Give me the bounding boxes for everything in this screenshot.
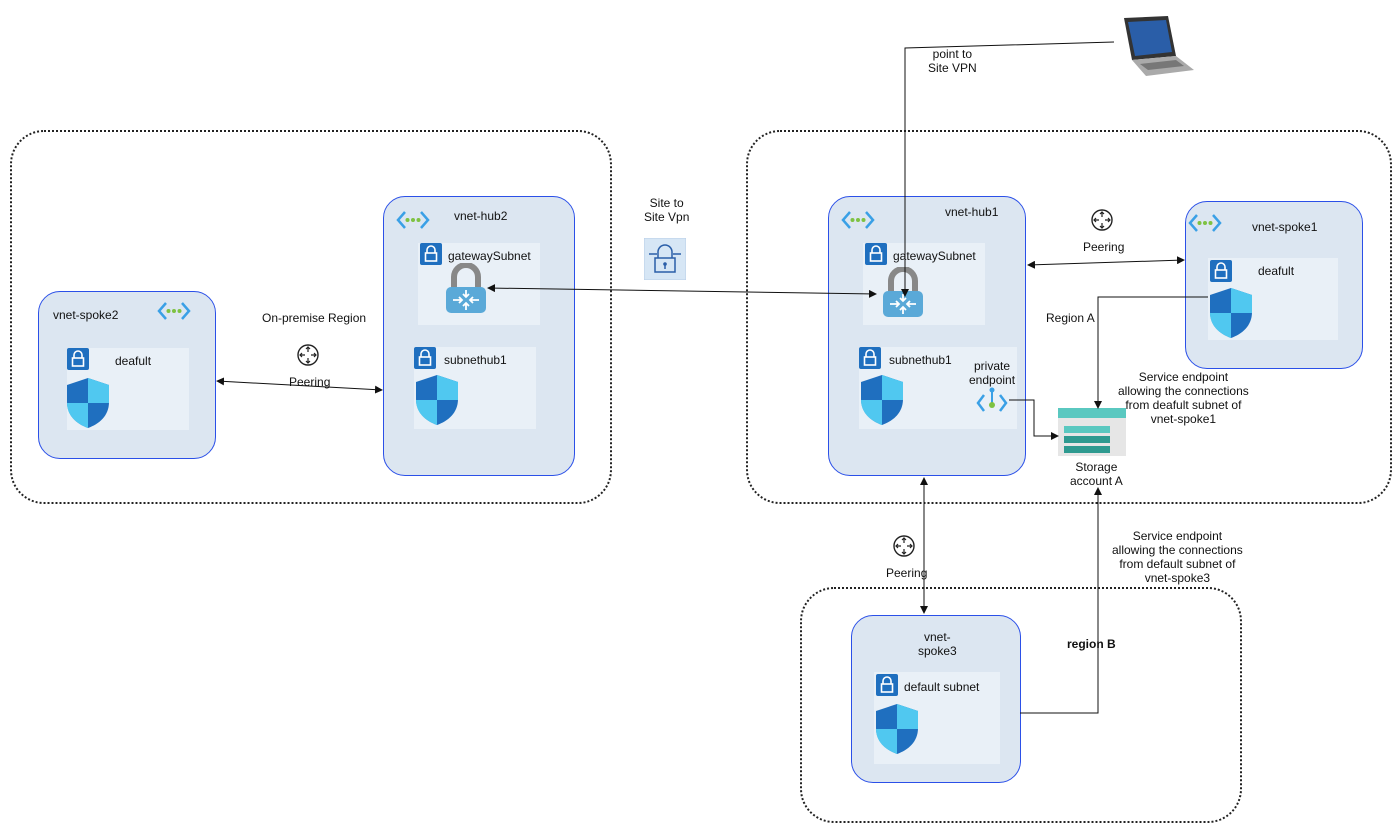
vnet-spoke1[interactable]: vnet-spoke1 deafult (1185, 201, 1363, 369)
subnet-label: deafult (1258, 264, 1295, 278)
private-endpoint-connection (1009, 399, 1059, 440)
peering-label: Peering (1083, 240, 1125, 254)
subnethub1[interactable]: subnethub1 (414, 347, 536, 429)
lock-icon (859, 347, 881, 369)
service-endpoint-note-spoke3: Service endpoint allowing the connection… (1112, 529, 1243, 585)
subnet-label: subnethub1 (444, 353, 507, 367)
point-to-site-connection (901, 41, 1115, 297)
subnet-label: deafult (115, 354, 152, 368)
vnet-spoke1-title: vnet-spoke1 (1252, 220, 1318, 234)
region-b-label: region B (1067, 637, 1116, 651)
private-endpoint-icon[interactable] (975, 387, 1009, 420)
gateway-subnet-label: gatewaySubnet (893, 249, 976, 263)
subnet-default[interactable]: deafult (1208, 258, 1338, 340)
region-a-label: Region A (1046, 311, 1095, 325)
vpn-gateway-icon (881, 266, 925, 322)
lock-icon (414, 347, 436, 369)
shield-icon (65, 376, 111, 433)
default-subnet[interactable]: default subnet (874, 672, 1000, 764)
vnet-spoke2-title: vnet-spoke2 (53, 308, 119, 322)
shield-icon (1208, 286, 1254, 343)
shield-icon (414, 373, 460, 430)
point-to-site-label: point to Site VPN (928, 47, 977, 75)
region-a (746, 130, 1392, 504)
lock-icon (67, 348, 89, 370)
private-endpoint-label: private endpoint (969, 359, 1016, 387)
storage-account-label: Storage account A (1070, 460, 1123, 488)
peering-hub1-spoke1 (1027, 256, 1185, 269)
peering-icon (892, 534, 916, 561)
peering-icon (1090, 208, 1114, 235)
on-premise-region (10, 130, 612, 504)
vnet-spoke3[interactable]: vnet- spoke3 default subnet (851, 615, 1021, 783)
vnet-icon (396, 209, 430, 234)
gateway-subnet[interactable]: gatewaySubnet (418, 243, 540, 325)
gateway-subnet-label: gatewaySubnet (448, 249, 531, 263)
vnet-icon (157, 300, 191, 325)
vnet-hub1[interactable]: vnet-hub1 gatewaySubnet subnethub1 priva… (828, 196, 1026, 476)
peering-label: Peering (886, 566, 928, 580)
vnet-icon (1188, 212, 1222, 237)
gateway-subnet[interactable]: gatewaySubnet (863, 243, 985, 325)
lock-icon (1210, 260, 1232, 282)
region-b (800, 587, 1242, 823)
on-premise-region-label: On-premise Region (262, 311, 367, 325)
subnet-default[interactable]: deafult (67, 348, 189, 430)
service-endpoint-spoke3 (1020, 487, 1102, 714)
peering-spoke2-hub2 (216, 377, 383, 394)
vpn-gateway-icon (444, 262, 488, 318)
subnet-label: subnethub1 (889, 353, 952, 367)
service-endpoint-note-spoke1: Service endpoint allowing the connection… (1118, 370, 1249, 426)
vnet-hub2-title: vnet-hub2 (454, 209, 508, 223)
vnet-spoke3-title: vnet- spoke3 (918, 630, 957, 658)
subnethub1[interactable]: subnethub1 private endpoint (859, 347, 1017, 429)
vnet-icon (841, 209, 875, 234)
storage-account-icon[interactable] (1058, 408, 1128, 461)
lock-icon (865, 243, 887, 265)
shield-icon (859, 373, 905, 430)
subnet-label: default subnet (904, 680, 980, 694)
site-to-site-connection (487, 284, 877, 298)
peering-label: Peering (289, 375, 331, 389)
lock-icon (876, 674, 898, 696)
peering-icon (296, 343, 320, 370)
lock-icon (420, 243, 442, 265)
laptop-icon[interactable] (1116, 14, 1196, 81)
vpn-icon (643, 237, 687, 283)
vnet-spoke2[interactable]: vnet-spoke2 deafult (38, 291, 216, 459)
site-to-site-label: Site to Site Vpn (644, 196, 690, 224)
vnet-hub2[interactable]: vnet-hub2 gatewaySubnet subnethub1 (383, 196, 575, 476)
vnet-hub1-title: vnet-hub1 (945, 205, 999, 219)
service-endpoint-spoke1 (1094, 296, 1208, 409)
shield-icon (874, 702, 920, 759)
